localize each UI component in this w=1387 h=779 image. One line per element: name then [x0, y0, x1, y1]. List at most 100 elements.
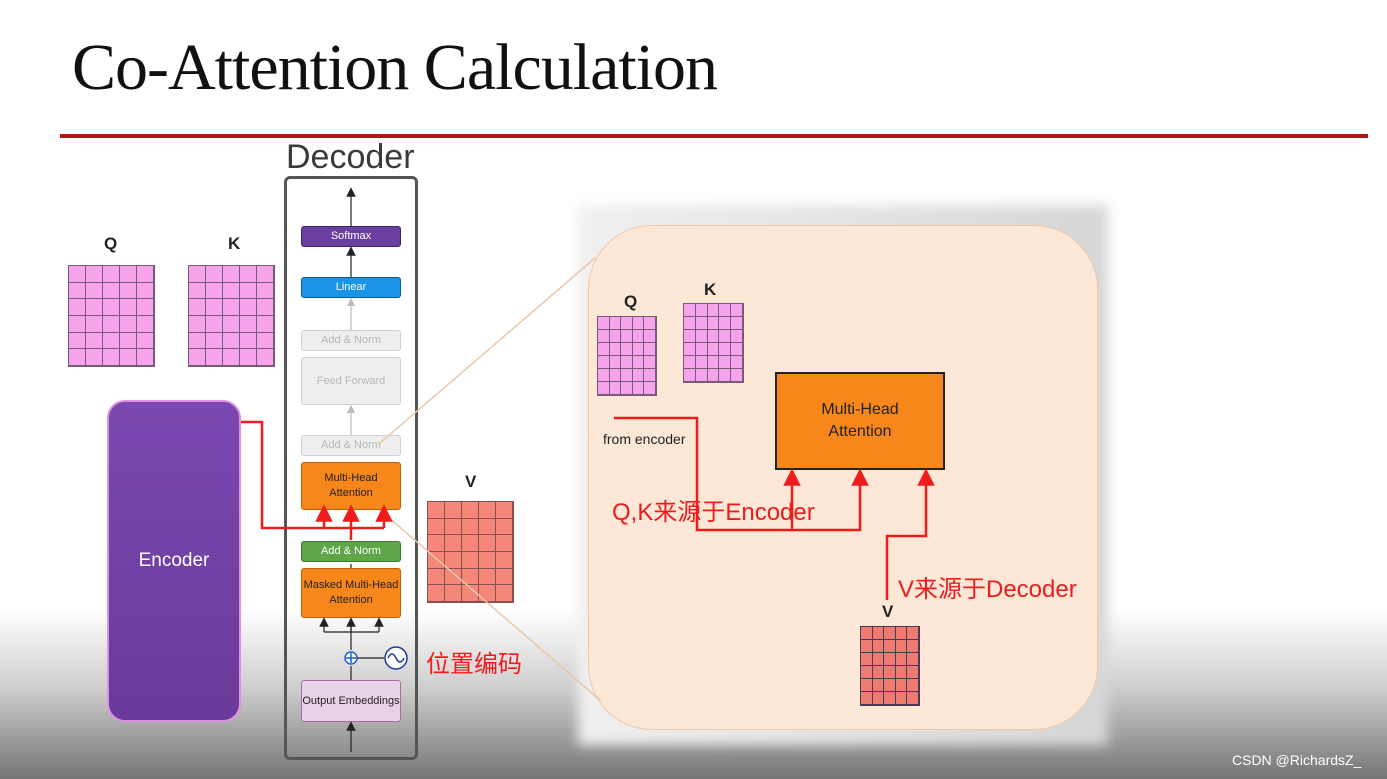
matrix-cell: [69, 349, 86, 366]
matrix-cell: [206, 315, 223, 333]
matrix-cell: [462, 585, 479, 602]
matrix-cell: [69, 282, 86, 300]
matrix-cell: [695, 343, 708, 356]
matrix-cell: [731, 330, 743, 343]
v-label: V: [465, 472, 477, 491]
matrix-cell: [719, 330, 732, 343]
matrix-cell: [479, 535, 496, 552]
matrix-cell: [496, 502, 513, 519]
v-matrix: [427, 501, 514, 603]
matrix-cell: [907, 679, 919, 692]
matrix-cell: [445, 535, 462, 552]
matrix-cell: [86, 282, 103, 300]
matrix-cell: [206, 282, 223, 300]
v-source-note: V来源于Decoder: [898, 576, 1077, 603]
matrix-cell: [496, 585, 513, 602]
matrix-cell: [695, 304, 708, 317]
matrix-cell: [632, 382, 645, 395]
matrix-cell: [621, 356, 633, 369]
matrix-cell: [462, 518, 479, 536]
watermark: CSDN @RichardsZ_: [1232, 752, 1362, 768]
feed-forward-block: Feed Forward: [301, 357, 401, 405]
matrix-cell: [428, 568, 445, 586]
matrix-cell: [120, 332, 137, 350]
matrix-cell: [428, 551, 445, 569]
matrix-cell: [103, 299, 120, 316]
matrix-cell: [598, 317, 610, 330]
matrix-cell: [240, 315, 257, 333]
add-norm-top-block: Add & Norm: [301, 330, 401, 351]
matrix-cell: [428, 585, 445, 602]
matrix-cell: [884, 692, 896, 705]
matrix-cell: [707, 317, 720, 330]
matrix-cell: [884, 679, 896, 692]
decoder-frame: [284, 176, 418, 760]
matrix-cell: [103, 332, 120, 350]
matrix-cell: [120, 315, 137, 333]
matrix-cell: [632, 330, 645, 343]
zoom-v-label: V: [882, 602, 894, 621]
matrix-cell: [479, 502, 496, 519]
matrix-cell: [872, 627, 885, 640]
matrix-cell: [719, 317, 732, 330]
slide-title: Co-Attention Calculation: [72, 31, 718, 104]
matrix-cell: [719, 304, 732, 317]
add-norm-low-block: Add & Norm: [301, 541, 401, 562]
matrix-cell: [861, 666, 873, 679]
matrix-cell: [907, 692, 919, 705]
matrix-cell: [907, 666, 919, 679]
matrix-cell: [462, 535, 479, 552]
matrix-cell: [632, 356, 645, 369]
matrix-cell: [137, 282, 154, 300]
matrix-cell: [479, 568, 496, 586]
zoom-q-label: Q: [624, 292, 638, 311]
matrix-cell: [872, 692, 885, 705]
encoder-block: Encoder: [107, 400, 241, 722]
matrix-cell: [206, 332, 223, 350]
matrix-cell: [462, 502, 479, 519]
matrix-cell: [861, 627, 873, 640]
matrix-cell: [189, 332, 206, 350]
matrix-cell: [632, 317, 645, 330]
matrix-cell: [479, 518, 496, 536]
matrix-cell: [861, 653, 873, 666]
matrix-cell: [644, 343, 656, 356]
matrix-cell: [428, 535, 445, 552]
matrix-cell: [120, 266, 137, 283]
matrix-cell: [69, 332, 86, 350]
matrix-cell: [189, 299, 206, 316]
zoom-k-matrix: [683, 303, 744, 383]
matrix-cell: [621, 369, 633, 382]
matrix-cell: [644, 356, 656, 369]
matrix-cell: [872, 653, 885, 666]
matrix-cell: [684, 304, 696, 317]
matrix-cell: [120, 299, 137, 316]
matrix-cell: [137, 266, 154, 283]
matrix-cell: [644, 330, 656, 343]
add-norm-mid-block: Add & Norm: [301, 435, 401, 456]
matrix-cell: [445, 502, 462, 519]
matrix-cell: [684, 356, 696, 369]
matrix-cell: [644, 382, 656, 395]
matrix-cell: [861, 640, 873, 653]
zoom-q-matrix: [597, 316, 657, 396]
k-matrix: [188, 265, 275, 367]
matrix-cell: [895, 679, 908, 692]
matrix-cell: [707, 343, 720, 356]
matrix-cell: [86, 266, 103, 283]
matrix-cell: [609, 369, 622, 382]
matrix-cell: [428, 518, 445, 536]
matrix-cell: [428, 502, 445, 519]
matrix-cell: [462, 551, 479, 569]
matrix-cell: [137, 315, 154, 333]
matrix-cell: [621, 330, 633, 343]
multi-head-attention-block: Multi-Head Attention: [301, 462, 401, 510]
matrix-cell: [240, 349, 257, 366]
matrix-cell: [609, 343, 622, 356]
matrix-cell: [719, 356, 732, 369]
matrix-cell: [695, 356, 708, 369]
matrix-cell: [707, 356, 720, 369]
matrix-cell: [445, 585, 462, 602]
matrix-cell: [598, 330, 610, 343]
matrix-cell: [621, 343, 633, 356]
